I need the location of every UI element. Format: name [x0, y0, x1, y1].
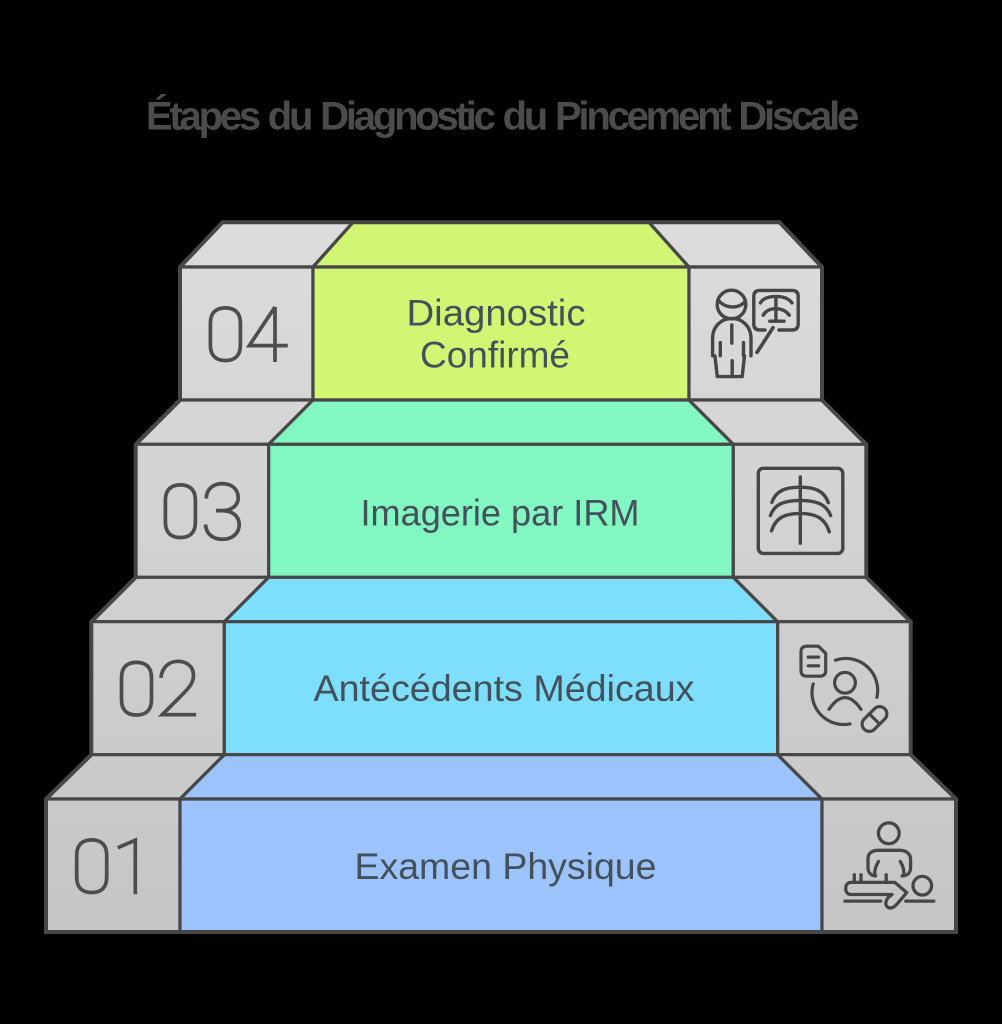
svg-text:Étapes du Diagnostic du Pincem: Étapes du Diagnostic du Pincement Discal… [146, 94, 858, 139]
svg-text:Antécédents Médicaux: Antécédents Médicaux [314, 667, 695, 709]
svg-text:Imagerie par IRM: Imagerie par IRM [361, 492, 640, 534]
svg-text:Diagnostic: Diagnostic [407, 291, 586, 333]
svg-text:Confirmé: Confirmé [420, 333, 570, 375]
svg-text:Examen Physique: Examen Physique [355, 845, 657, 887]
